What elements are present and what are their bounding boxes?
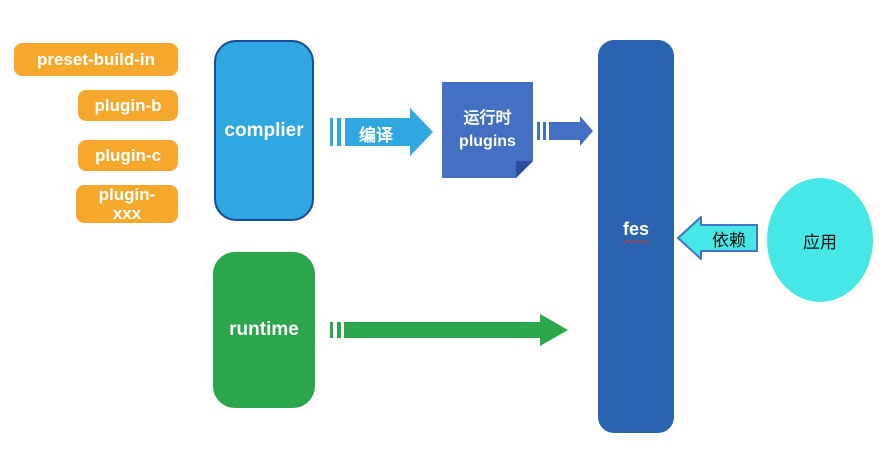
fes-box bbox=[598, 40, 674, 433]
note-folded-corner bbox=[516, 161, 533, 178]
plugin-tag-plugin-b: plugin-b bbox=[78, 90, 178, 121]
fes-label: fes bbox=[622, 219, 649, 239]
complier-box: complier bbox=[214, 40, 314, 221]
plugin-tag-label: plugin-c bbox=[94, 146, 162, 165]
complier-label: complier bbox=[224, 119, 304, 141]
app-label: 应用 bbox=[803, 232, 837, 252]
compile-arrow-icon bbox=[330, 108, 433, 156]
runtime-label: runtime bbox=[229, 319, 299, 340]
plugin-tag-plugin-c: plugin-c bbox=[78, 140, 178, 171]
plugin-tag-label: plugin-b bbox=[94, 96, 162, 115]
runtime-plugins-line2: plugins bbox=[459, 133, 516, 150]
plugin-tag-preset-build-in: preset-build-in bbox=[14, 43, 178, 76]
runtime-plugins-note: 运行时 plugins bbox=[442, 82, 533, 178]
compile-arrow-label: 编译 bbox=[359, 126, 393, 145]
plugin-tag-label: plugin-xxx bbox=[98, 185, 156, 223]
dependency-arrow-label: 依赖 bbox=[712, 231, 746, 250]
plugins-to-fes-arrow-icon bbox=[537, 116, 593, 146]
plugin-tag-label: preset-build-in bbox=[36, 50, 156, 69]
plugin-tag-plugin-xxx: plugin-xxx bbox=[76, 185, 178, 223]
app-ellipse: 应用 bbox=[767, 178, 873, 302]
dependency-arrow-icon bbox=[677, 216, 758, 260]
runtime-to-fes-arrow-icon bbox=[330, 314, 568, 346]
runtime-plugins-line1: 运行时 bbox=[463, 110, 512, 127]
runtime-box: runtime bbox=[213, 252, 315, 408]
